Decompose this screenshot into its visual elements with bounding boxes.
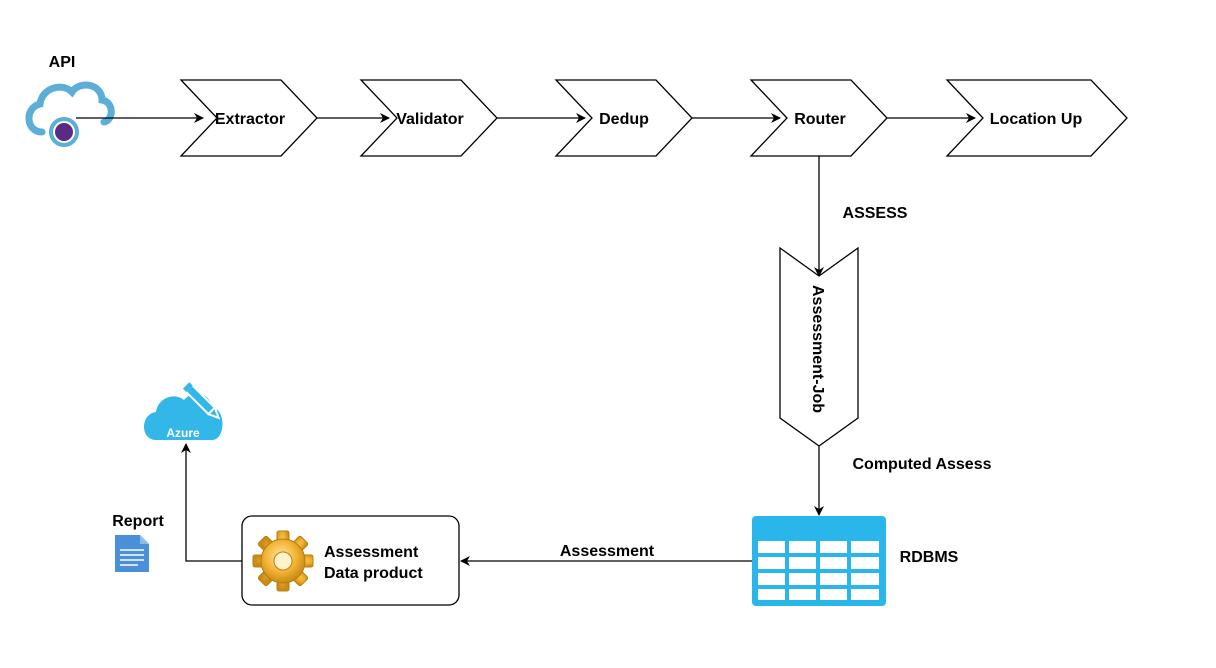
step-validator-label: Validator: [396, 111, 464, 128]
azure-cloud-icon[interactable]: Azure: [144, 382, 223, 440]
azure-logo-text: Azure: [166, 426, 200, 440]
database-table-icon[interactable]: [752, 516, 886, 606]
cloud-api-icon: [25, 81, 115, 147]
edge-assess-label: ASSESS: [843, 205, 908, 222]
document-icon[interactable]: [115, 535, 149, 572]
step-location-up-label: Location Up: [990, 111, 1083, 128]
step-dedup-label: Dedup: [599, 111, 649, 128]
step-extractor-label: Extractor: [215, 111, 285, 128]
edge-assessment-label: Assessment: [560, 543, 655, 560]
step-location-up[interactable]: Location Up: [945, 79, 1128, 157]
data-product-label-line1: Assessment: [324, 544, 419, 561]
report-label: Report: [112, 513, 164, 530]
edge-computed-assess-label: Computed Assess: [853, 456, 992, 473]
step-router-label: Router: [794, 111, 846, 128]
step-router[interactable]: Router: [749, 79, 888, 157]
gear-icon: [252, 530, 314, 592]
step-assessment-job-label: Assessment-Job: [809, 285, 826, 413]
step-assessment-job[interactable]: Assessment-Job: [779, 246, 859, 447]
data-product-label-line2: Data product: [324, 565, 423, 582]
step-validator[interactable]: Validator: [359, 79, 498, 157]
step-extractor[interactable]: Extractor: [179, 79, 318, 157]
edge-data-product-azure: [181, 443, 242, 562]
step-dedup[interactable]: Dedup: [554, 79, 693, 157]
rdbms-label: RDBMS: [900, 549, 959, 566]
api-label: API: [49, 54, 76, 71]
